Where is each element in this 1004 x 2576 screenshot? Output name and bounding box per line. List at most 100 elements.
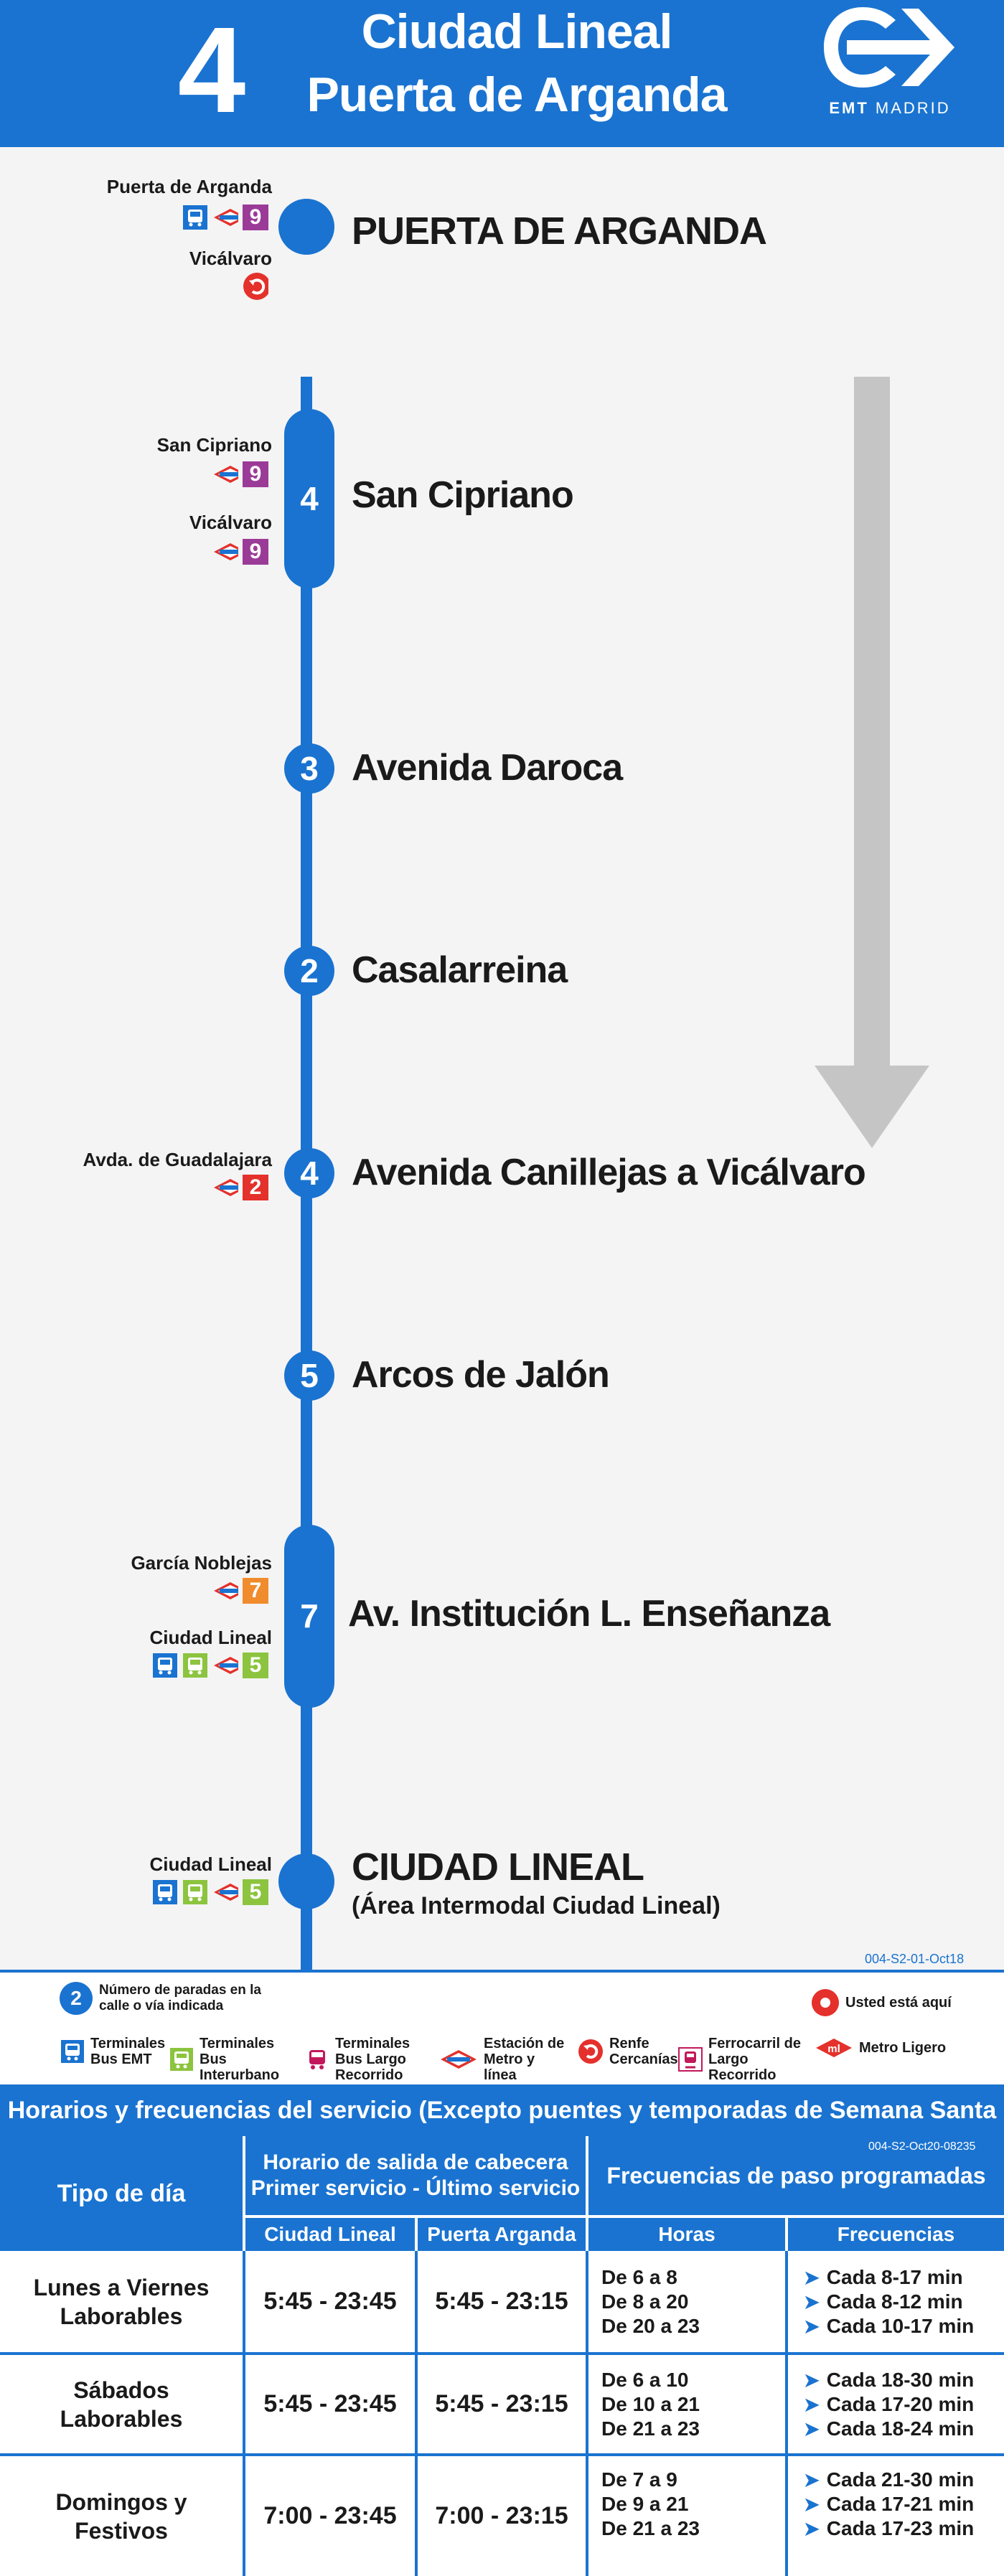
row-puerta-arganda-time: 5:45 - 23:15 [418, 2251, 588, 2352]
route-number: 4 [177, 2, 246, 138]
bus-interurbano-icon [182, 1879, 208, 1905]
transfer-icons-san-cipriano: 9 [212, 461, 268, 487]
subheader-frecuencias: Frecuencias [788, 2218, 1004, 2251]
stop-label-ciudad-lineal: CIUDAD LINEAL [352, 1846, 644, 1889]
legend-you-are-here: Usted está aquí [811, 1988, 952, 2017]
row-frequencies: ➤Cada 18-30 min ➤Cada 17-20 min ➤Cada 18… [804, 2368, 975, 2440]
stop-label-arcos-de-jalon: Arcos de Jalón [352, 1354, 610, 1396]
chevron-right-icon: ➤ [804, 2393, 820, 2415]
bus-interurbano-icon [170, 2048, 193, 2071]
route-line [301, 377, 312, 2027]
stop-label-casalarreina: Casalarreina [352, 949, 568, 991]
row-ciudad-lineal-time: 7:00 - 23:45 [245, 2456, 418, 2576]
metro-line-badge: 7 [243, 1578, 268, 1604]
legend-metro: Estación de Metro y línea [439, 2036, 570, 2083]
schedule-code: 004-S2-Oct20-08235 [868, 2140, 976, 2153]
terminal-marker-puerta-arganda [278, 199, 334, 255]
chevron-right-icon: ➤ [804, 2290, 820, 2313]
metro-icon [212, 1653, 238, 1678]
chevron-right-icon: ➤ [804, 2369, 820, 2391]
legend-stops-count: 2 Número de paradas en la calle o vía in… [59, 1981, 264, 2016]
transfer-label-guadalajara: Avda. de Guadalajara [83, 1149, 272, 1170]
row-frequencies: ➤Cada 21-30 min ➤Cada 17-21 min ➤Cada 17… [804, 2468, 975, 2539]
metro-icon [212, 539, 238, 565]
metro-line-badge: 5 [243, 1653, 268, 1678]
col-header-day-type: Tipo de día [0, 2136, 245, 2251]
bus-emt-icon [61, 2040, 84, 2063]
subheader-horas: Horas [588, 2218, 788, 2251]
route-title-line1: Ciudad Lineal [361, 4, 673, 59]
transfer-icons-guadalajara: 2 [212, 1175, 268, 1200]
route-title: Ciudad Lineal Puerta de Arganda [287, 0, 746, 126]
legend-bus-interurbano: Terminales Bus Interurbano [169, 2036, 293, 2083]
legend: 2 Número de paradas en la calle o vía in… [0, 1970, 1004, 2084]
chevron-right-icon: ➤ [804, 2315, 820, 2337]
stop-marker-san-cipriano: 4 [284, 409, 334, 588]
metro-line-badge: 9 [243, 461, 268, 487]
renfe-cercanias-icon [578, 2039, 603, 2064]
subheader-puerta-arganda: Puerta Arganda [418, 2218, 588, 2251]
transfer-label-vicalvaro-renfe: Vicálvaro [189, 248, 272, 269]
metro-icon [441, 2050, 477, 2069]
legend-metro-ligero: ml Metro Ligero [815, 2036, 946, 2060]
transfer-icons-vicalvaro-metro: 9 [212, 539, 268, 565]
emt-logo-icon [824, 7, 954, 88]
metro-line-badge: 5 [243, 1879, 268, 1905]
legend-renfe: Renfe Cercanías [578, 2036, 678, 2067]
row-frequencies: ➤Cada 8-17 min ➤Cada 8-12 min ➤Cada 10-1… [804, 2265, 975, 2337]
col-header-frequency: Frecuencias de paso programadas [588, 2136, 1004, 2215]
direction-arrow-icon [815, 377, 929, 1148]
transfer-label-ciudad-lineal-b: Ciudad Lineal [149, 1853, 272, 1875]
stop-marker-avenida-canillejas: 4 [284, 1148, 334, 1198]
header-bar: 4 Ciudad Lineal Puerta de Arganda EMT MA… [0, 0, 1004, 147]
legend-ferrocarril: Ferrocarril de Largo Recorrido [678, 2036, 805, 2083]
chevron-right-icon: ➤ [804, 2518, 820, 2539]
stop-label-puerta-arganda: PUERTA DE ARGANDA [352, 210, 767, 253]
row-puerta-arganda-time: 5:45 - 23:15 [418, 2355, 588, 2453]
chevron-right-icon: ➤ [804, 2266, 820, 2288]
transfer-label-vicalvaro-metro: Vicálvaro [189, 512, 272, 533]
metro-icon [212, 1578, 238, 1604]
svg-text:ml: ml [827, 2043, 840, 2055]
stop-count-icon: 2 [60, 1982, 93, 2015]
transfer-icons-ciudad-lineal-a: 5 [152, 1653, 268, 1678]
train-icon [678, 2047, 703, 2072]
col-header-departure: Horario de salida de cabecera Primer ser… [245, 2136, 588, 2215]
transfer-label-puerta-arganda: Puerta de Arganda [106, 176, 272, 197]
metro-icon [212, 461, 238, 487]
stop-marker-arcos-de-jalon: 5 [284, 1350, 334, 1401]
transfer-icons-ciudad-lineal-b: 5 [152, 1879, 268, 1905]
you-are-here-icon [812, 1989, 839, 2016]
stop-label-institucion: Av. Institución L. Enseñanza [348, 1593, 830, 1635]
metro-ligero-icon: ml [816, 2039, 852, 2057]
transfer-icons-garcia-noblejas: 7 [212, 1578, 268, 1604]
renfe-cercanias-icon [243, 273, 268, 300]
chevron-right-icon: ➤ [804, 2469, 820, 2491]
transfer-label-san-cipriano: San Cipriano [156, 434, 272, 456]
stop-marker-institucion: 7 [284, 1525, 334, 1708]
route-title-line2: Puerta de Arganda [306, 67, 727, 122]
stop-marker-casalarreina: 2 [284, 946, 334, 996]
legend-bus-emt: Terminales Bus EMT [60, 2036, 165, 2067]
row-puerta-arganda-time: 7:00 - 23:15 [418, 2456, 588, 2576]
chevron-right-icon: ➤ [804, 2493, 820, 2515]
bus-emt-icon [152, 1653, 178, 1678]
stop-label-san-cipriano: San Cipriano [352, 474, 574, 516]
transfer-icons-vicalvaro-renfe [243, 273, 268, 300]
bus-interurbano-icon [182, 1653, 208, 1678]
row-ciudad-lineal-time: 5:45 - 23:45 [245, 2355, 418, 2453]
row-ciudad-lineal-time: 5:45 - 23:45 [245, 2251, 418, 2352]
transfer-label-garcia-noblejas: García Noblejas [131, 1552, 272, 1574]
bus-emt-icon [152, 1879, 178, 1905]
svg-text:2: 2 [70, 1987, 82, 2009]
route-map: PUERTA DE ARGANDA 4 San Cipriano 3 Aveni… [0, 147, 1004, 2027]
stop-sublabel-ciudad-lineal: (Área Intermodal Ciudad Lineal) [352, 1892, 721, 1919]
stop-label-avenida-canillejas: Avenida Canillejas a Vicálvaro [352, 1152, 866, 1193]
subheader-ciudad-lineal: Ciudad Lineal [245, 2218, 418, 2251]
stop-marker-avenida-daroca: 3 [284, 743, 334, 794]
chevron-right-icon: ➤ [804, 2417, 820, 2440]
